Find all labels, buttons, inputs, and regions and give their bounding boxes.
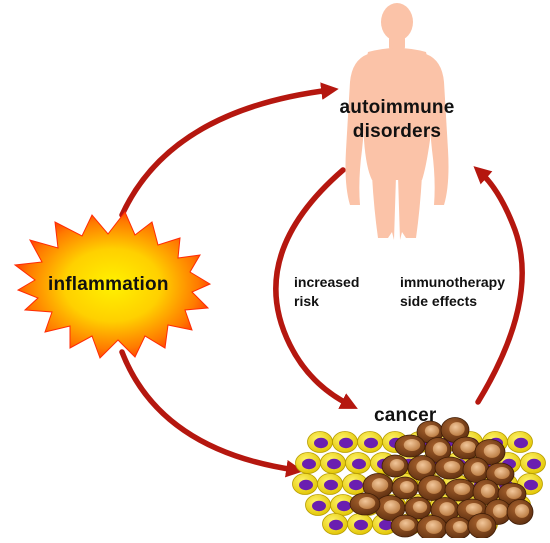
healthy-cell [342,473,368,495]
tumor-cell [474,439,506,465]
healthy-cell [305,494,331,516]
immunotherapy-line1: immunotherapy [400,274,506,290]
tumor-cell [485,462,515,486]
tumor-cell [391,476,419,500]
increased-risk-line2: risk [294,293,319,309]
autoimmune-label-line1: autoimmune [339,97,455,118]
tumor-cell [462,457,490,483]
tumor-cell [417,475,447,501]
tumor-cell [434,456,466,480]
tumor-cell [404,496,432,520]
tumor-cell [467,513,497,539]
healthy-cell [330,494,356,516]
tumor-cell [390,514,420,538]
arrow-cancer-to-autoimmune [473,166,525,405]
arrow-autoimmune-to-cancer [273,167,358,409]
inflammation-label: inflammation [48,274,169,295]
tumor-cell [394,434,426,458]
tumor-cell [349,492,381,516]
healthy-cell [320,452,346,474]
human-figure-icon [345,3,449,240]
tumor-cell [440,417,470,443]
tumor-cell [424,437,452,463]
cancer-cell-cluster-icon [292,417,546,541]
increased-risk-line1: increased [294,274,360,290]
tumor-cell [362,473,394,499]
healthy-cell [357,431,383,453]
healthy-cell [507,431,533,453]
healthy-cell [322,513,348,535]
arrow-inflammation-to-cancer [119,349,304,478]
tumor-cell [451,436,481,460]
increased-risk-label: increased risk [294,273,359,311]
immunotherapy-side-effects-label: immunotherapy side effects [400,273,505,311]
tumor-cell [506,499,534,525]
inflammation-burst-icon [13,211,212,359]
tumor-cell [381,454,409,478]
healthy-cell [292,473,318,495]
autoimmune-label-line2: disorders [352,121,442,142]
healthy-cell [317,473,343,495]
tumor-cell [407,455,437,481]
healthy-cell [347,513,373,535]
healthy-cell [307,431,333,453]
cancer-label: cancer [374,405,437,426]
arrow-inflammation-to-autoimmune [119,82,339,218]
autoimmune-disorders-label: autoimmune disorders [336,96,458,144]
tumor-cell [444,478,476,502]
immunotherapy-line2: side effects [400,293,478,309]
healthy-cell [332,431,358,453]
healthy-cell [520,452,546,474]
healthy-cell [295,452,321,474]
healthy-cell [345,452,371,474]
tumor-cell [416,515,448,541]
tumor-cell [444,516,472,540]
